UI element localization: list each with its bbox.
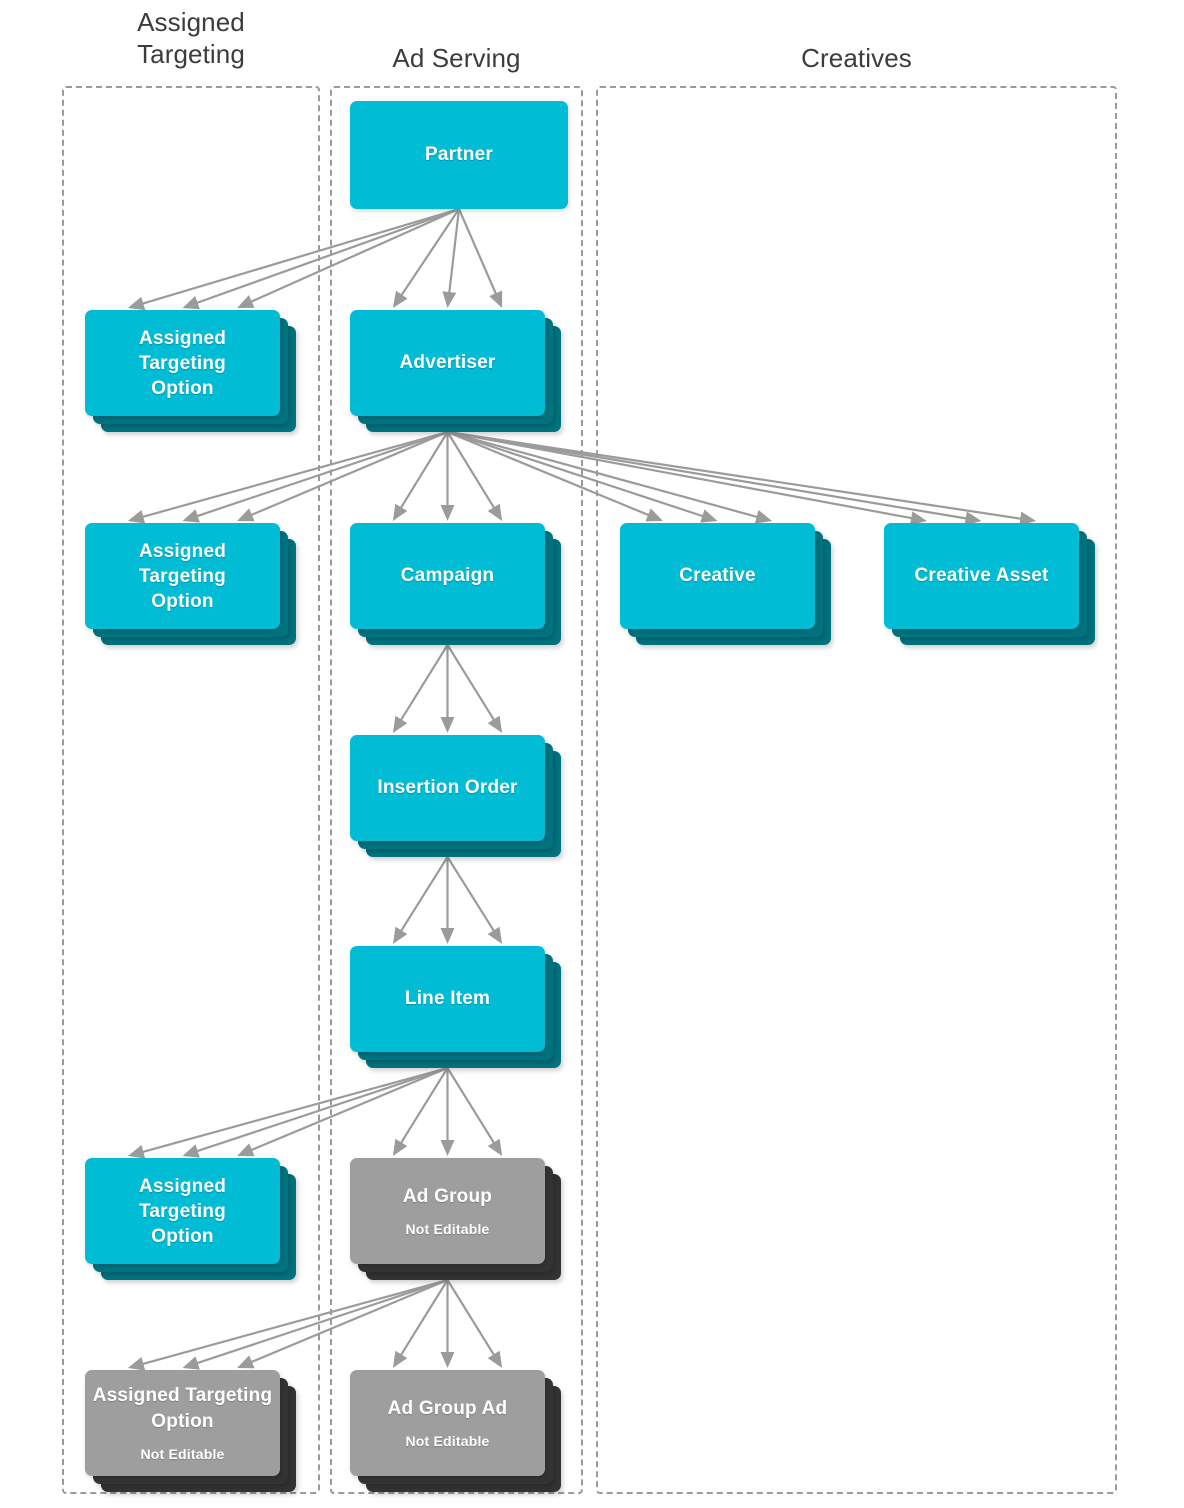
node-campaign-label: Campaign [400,565,495,586]
group-panel-assigned-targeting [62,86,320,1494]
node-insertion-order[interactable]: Insertion Order [350,735,561,857]
node-creative[interactable]: Creative [620,523,831,645]
node-ad-group-not-editable-badge: Not Editable [405,1221,490,1237]
node-ato-ad-group-not-editable-badge: Not Editable [140,1446,225,1462]
node-creative-asset[interactable]: Creative Asset [884,523,1095,645]
node-ad-group-ad[interactable]: Ad Group Ad Not Editable [350,1370,561,1492]
group-panel-creatives [596,86,1117,1494]
node-partner-label: Partner [425,144,493,165]
group-panel-ad-serving [330,86,583,1494]
node-line-item[interactable]: Line Item [350,946,561,1068]
node-creative-face[interactable]: Creative [620,523,815,629]
group-title-assigned-targeting: Assigned Targeting [137,7,245,69]
node-creative-label: Creative [679,565,756,586]
node-creative-asset-label: Creative Asset [914,565,1049,586]
node-ato-advertiser-face[interactable]: Assigned Targeting Option [85,523,280,629]
node-ad-group-ad-label: Ad Group Ad [387,1398,508,1419]
node-partner[interactable]: Partner [350,101,568,209]
node-ato-advertiser[interactable]: Assigned Targeting Option [85,523,296,645]
node-line-item-face[interactable]: Line Item [350,946,545,1052]
node-campaign-face[interactable]: Campaign [350,523,545,629]
node-line-item-label: Line Item [404,988,491,1009]
node-ato-line-item-label: Assigned Targeting Option [138,1175,227,1247]
group-title-creatives: Creatives [801,43,912,73]
node-partner-face[interactable]: Partner [350,101,568,209]
node-advertiser-label: Advertiser [399,352,496,373]
node-advertiser[interactable]: Advertiser [350,310,561,432]
node-insertion-order-face[interactable]: Insertion Order [350,735,545,841]
node-ato-partner[interactable]: Assigned Targeting Option [85,310,296,432]
node-ato-ad-group-label: Assigned Targeting Option [92,1385,273,1432]
node-ad-group-ad-not-editable-badge: Not Editable [405,1433,490,1449]
node-ato-line-item-face[interactable]: Assigned Targeting Option [85,1158,280,1264]
node-ato-advertiser-label: Assigned Targeting Option [138,540,227,612]
node-ato-partner-face[interactable]: Assigned Targeting Option [85,310,280,416]
node-campaign[interactable]: Campaign [350,523,561,645]
node-creative-asset-face[interactable]: Creative Asset [884,523,1079,629]
node-ad-group-ad-face[interactable]: Ad Group Ad Not Editable [350,1370,545,1476]
group-title-ad-serving: Ad Serving [392,43,521,73]
node-ato-line-item[interactable]: Assigned Targeting Option [85,1158,296,1280]
node-insertion-order-label: Insertion Order [377,777,518,798]
node-ato-partner-label: Assigned Targeting Option [138,327,227,399]
node-advertiser-face[interactable]: Advertiser [350,310,545,416]
node-ad-group-label: Ad Group [402,1186,493,1207]
